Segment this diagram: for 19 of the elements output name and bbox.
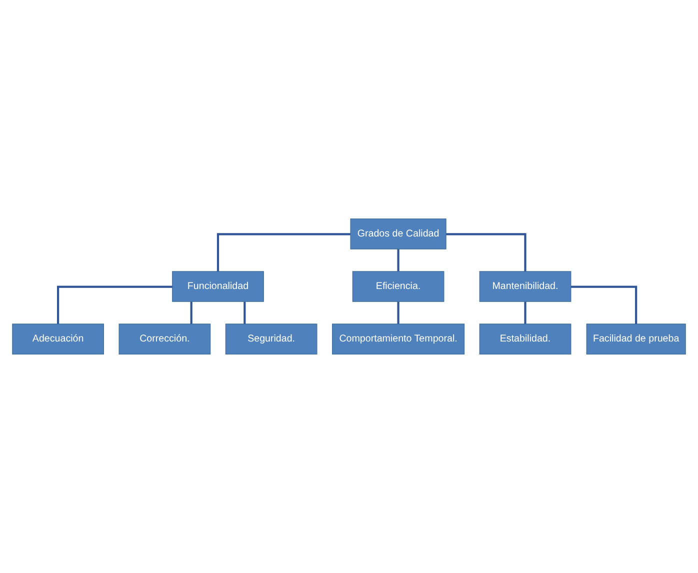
connector — [397, 249, 400, 272]
node-box: Seguridad. — [225, 324, 318, 355]
node-box: Adecuación — [12, 324, 104, 355]
node-box: Funcionalidad — [172, 271, 264, 302]
node-box: Eficiencia. — [352, 271, 444, 302]
node-box: Comportamiento Temporal. — [332, 324, 465, 355]
node-box: Facilidad de prueba — [586, 324, 686, 355]
node-box: Corrección. — [118, 324, 211, 355]
node-box: Grados de Calidad — [350, 218, 446, 250]
node-box: Estabilidad. — [479, 324, 572, 355]
connector — [216, 233, 350, 272]
connector — [190, 302, 192, 324]
connector — [446, 233, 526, 272]
node-box: Mantenibilidad. — [479, 271, 572, 302]
connector — [244, 302, 246, 324]
connector — [524, 302, 526, 324]
connector — [397, 302, 400, 324]
connector — [570, 286, 638, 324]
connector — [57, 286, 172, 324]
